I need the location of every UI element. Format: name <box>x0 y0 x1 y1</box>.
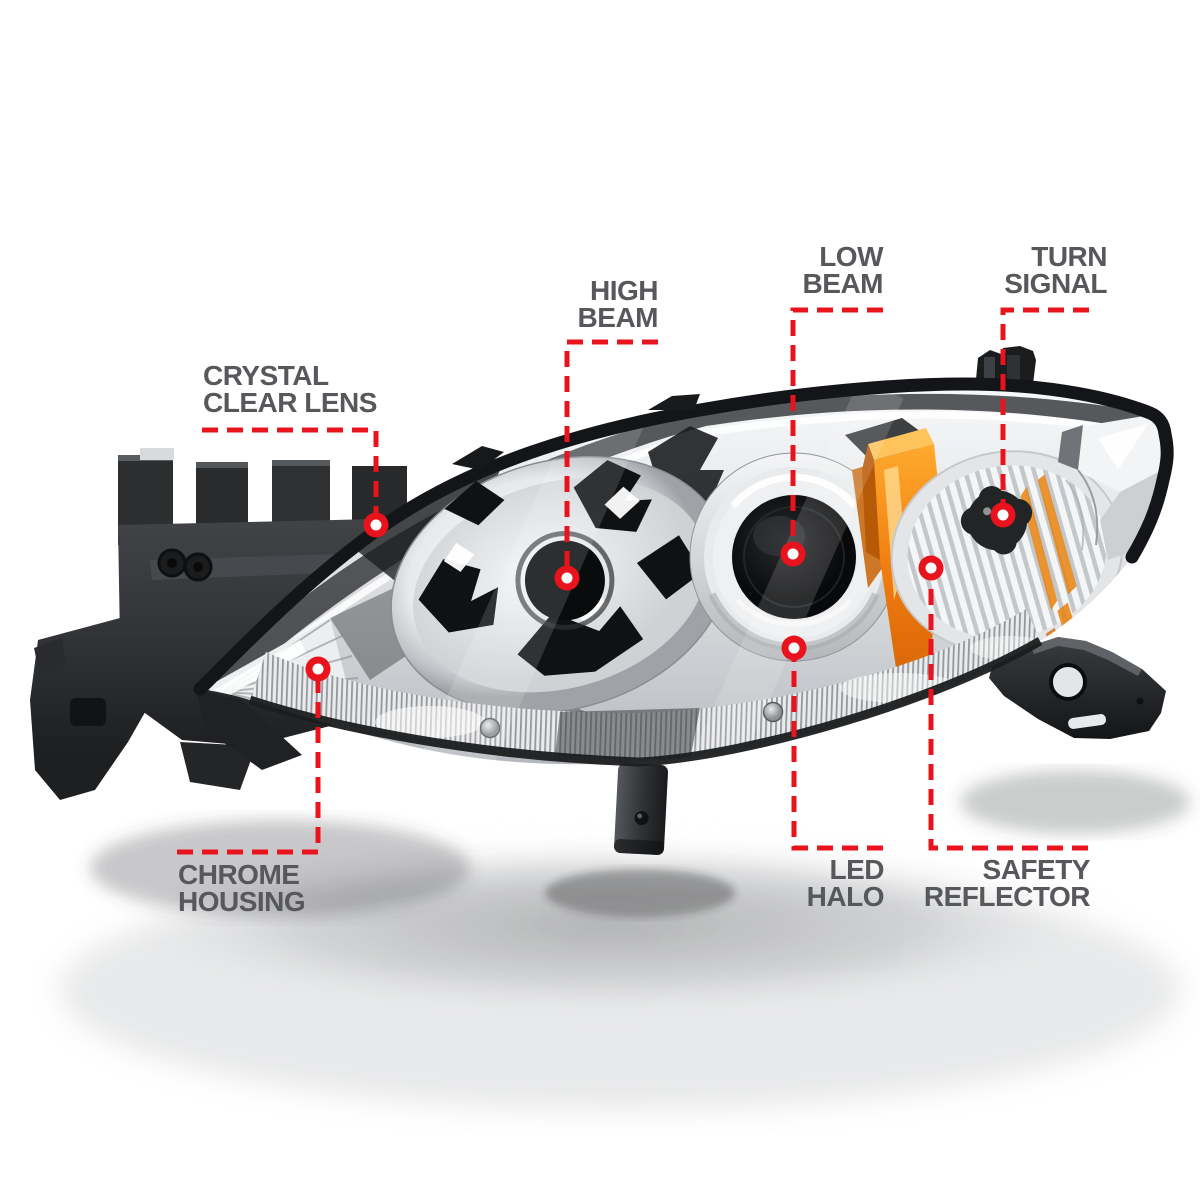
callout-text: REFLECTOR <box>923 881 1091 912</box>
mounting-stem <box>614 763 669 855</box>
housing-bottom-trim <box>248 637 1043 767</box>
callout-label-crystal-clear-lens: CRYSTAL CLEAR LENS <box>203 360 377 418</box>
trim-fin <box>648 394 700 410</box>
ground-shadow <box>60 770 1190 1110</box>
screw <box>762 701 784 723</box>
callout-label-led-halo: LED HALO <box>806 854 885 912</box>
callout-text: SAFETY <box>982 854 1091 885</box>
callout-text: CLEAR LENS <box>203 387 377 418</box>
callout-label-safety-reflector: SAFETY REFLECTOR <box>923 854 1091 912</box>
callout-text: BEAM <box>577 302 659 333</box>
trim-fin <box>452 446 504 470</box>
callout-text: LED <box>829 854 885 885</box>
ribbed-reflection <box>380 900 900 970</box>
callout-text: CHROME <box>178 859 300 890</box>
callout-text: HIGH <box>590 275 659 306</box>
callout-text: TURN <box>1031 241 1107 272</box>
screw <box>479 717 501 739</box>
callout-text: HOUSING <box>178 886 306 917</box>
callout-text: HALO <box>806 881 885 912</box>
callout-text: SIGNAL <box>1004 268 1107 299</box>
callout-text: CRYSTAL <box>203 360 329 391</box>
callout-label-low-beam: LOW BEAM <box>802 241 884 299</box>
callout-label-high-beam: HIGH BEAM <box>577 275 659 333</box>
callout-label-chrome-housing: CHROME HOUSING <box>178 859 306 917</box>
callout-text: BEAM <box>802 268 884 299</box>
callout-label-turn-signal: TURN SIGNAL <box>1004 241 1107 299</box>
callout-text: LOW <box>819 241 883 272</box>
